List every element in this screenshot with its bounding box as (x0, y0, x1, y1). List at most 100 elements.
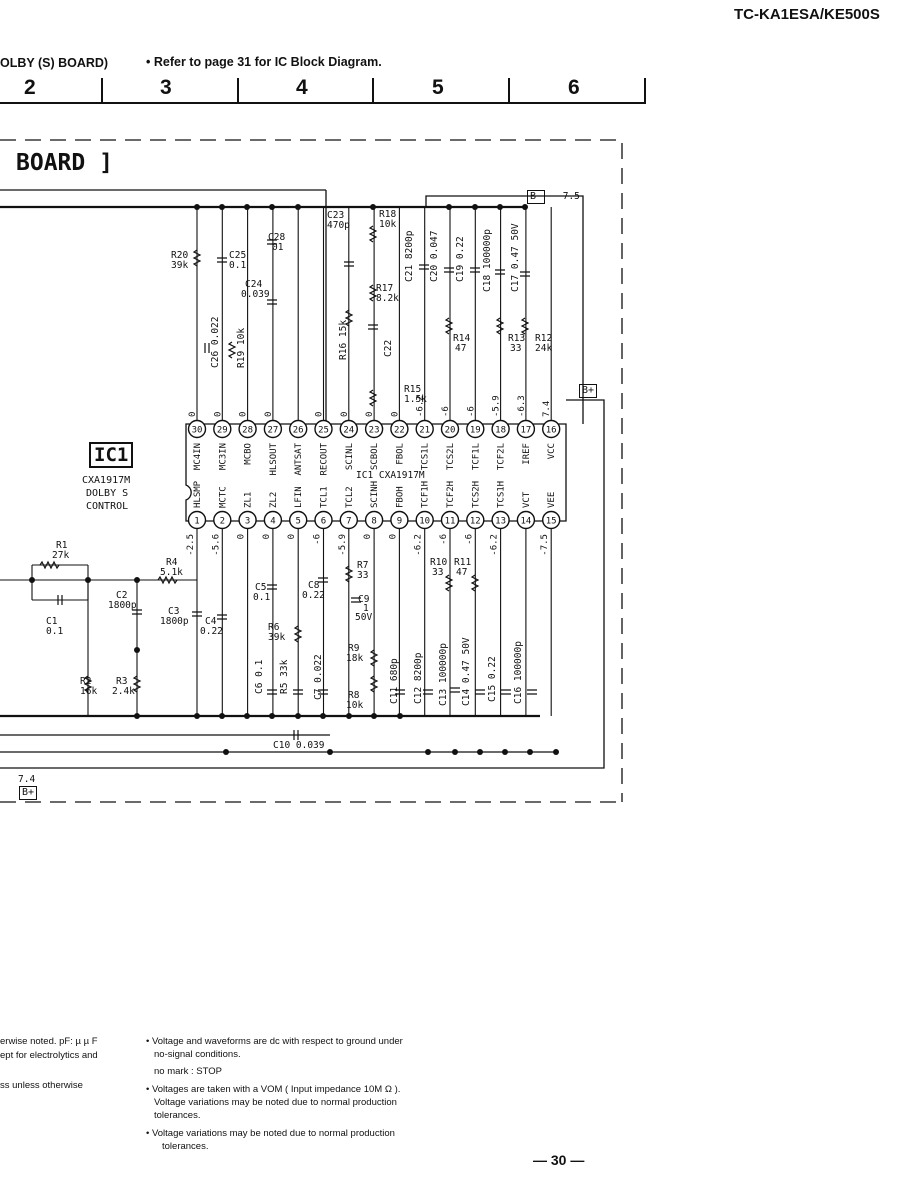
capacitor-symbol (470, 267, 480, 273)
pin-number: 2 (220, 517, 225, 527)
note-right: no mark : STOP (154, 1066, 222, 1077)
capacitor-symbol (520, 271, 530, 277)
pin-number: 28 (242, 426, 253, 436)
pin-voltage: 0 (365, 412, 375, 417)
pin-name: MCTC (218, 486, 228, 508)
component-label: C21 8200p (404, 230, 415, 282)
pin-name: SCINH (370, 481, 380, 508)
pin-number: 4 (270, 517, 275, 527)
pin-name: TCS1L (421, 443, 431, 470)
bminus-voltage: -7.5 (557, 191, 580, 202)
pin-27 (263, 419, 283, 439)
pin-voltage: -6.2 (414, 534, 424, 556)
page-number: — 30 — (533, 1152, 585, 1168)
component-label: R8 (348, 690, 360, 701)
pin-voltage: 7.4 (542, 401, 552, 417)
capacitor-symbol (132, 609, 142, 615)
pin-name: VEE (547, 492, 557, 508)
junction-dot (502, 749, 508, 755)
component-label: R16 15k (338, 320, 349, 360)
component-label: R13 (508, 333, 525, 344)
component-label: C24 (245, 279, 262, 290)
component-label: 470p (327, 220, 350, 231)
component-label: R12 (535, 333, 552, 344)
component-label: C19 0.22 (455, 236, 466, 282)
capacitor-symbol (395, 689, 405, 695)
component-label: 47 (456, 567, 467, 578)
junction-dot (295, 713, 301, 719)
component-label: C3 (168, 606, 179, 617)
pin-number: 16 (546, 426, 557, 436)
pin-voltage: -6.3 (517, 395, 527, 417)
pin-number: 29 (217, 426, 228, 436)
resistor-symbol (344, 565, 354, 583)
component-label: R2 (80, 676, 91, 687)
pin-30 (187, 419, 207, 439)
ic-desc: DOLBY S (86, 488, 129, 499)
resistor-symbol (344, 309, 354, 327)
component-label: C12 8200p (413, 652, 424, 704)
pin-voltage: 0 (390, 412, 400, 417)
pin-16 (542, 419, 561, 439)
note-right: tolerances. (162, 1141, 209, 1152)
refer-note: • Refer to page 31 for IC Block Diagram. (146, 55, 382, 69)
resistor-symbol (192, 249, 202, 267)
capacitor-symbol (444, 267, 454, 273)
capacitor-symbol (204, 343, 210, 353)
component-label: 47 (455, 343, 466, 354)
pin-name: ZL2 (269, 492, 279, 508)
capacitor-symbol (57, 595, 63, 605)
column-number: 4 (296, 76, 308, 99)
resistor-symbol (369, 675, 379, 693)
resistor-symbol (444, 317, 454, 335)
bminus-label: B− (530, 191, 543, 202)
column-number: 5 (432, 76, 444, 99)
component-label: 0.22 (200, 626, 223, 637)
pin-17 (516, 419, 536, 439)
pin-name: SCBOL (370, 443, 380, 470)
note-left: ept for electrolytics and (0, 1050, 98, 1061)
pin-18 (491, 419, 510, 439)
pin-25 (314, 419, 333, 439)
pin-number: 30 (192, 426, 203, 436)
junction-dot (194, 204, 200, 210)
component-label: C23 (327, 210, 344, 221)
junction-dot (29, 577, 35, 583)
pin-13 (491, 510, 510, 530)
component-label: C2 (116, 590, 127, 601)
capacitor-symbol (419, 264, 429, 270)
pin-number: 24 (343, 426, 354, 436)
pin-voltage: 0 (237, 534, 247, 539)
pin-voltage: 0 (188, 412, 198, 417)
component-label: R18 (379, 209, 396, 220)
resistor-symbol (368, 284, 378, 302)
pin-number: 15 (546, 517, 557, 527)
component-label: R17 (376, 283, 393, 294)
junction-dot (446, 204, 452, 210)
component-label: C16 100000p (513, 641, 524, 704)
capacitor-symbol (368, 324, 378, 330)
bplus-tag: B+ (579, 384, 598, 398)
pin-number: 5 (295, 517, 300, 527)
junction-dot (497, 204, 503, 210)
capacitor-symbol (318, 577, 328, 583)
pin-name: TCF1L (471, 443, 481, 470)
component-label: C28 (268, 232, 285, 243)
pin-1 (187, 510, 207, 530)
component-label: 50V (355, 612, 372, 623)
capacitor-symbol (267, 689, 277, 695)
pin-voltage: 0 (262, 534, 272, 539)
pin-voltage: -6 (466, 406, 476, 417)
component-label: R4 (166, 557, 178, 568)
capacitor-symbol (495, 269, 505, 275)
pin-12 (466, 510, 485, 530)
component-label: C14 0.47 50V (461, 637, 472, 706)
component-label: 18k (346, 653, 363, 664)
component-label: C6 0.1 (254, 659, 265, 694)
pin-number: 20 (445, 426, 456, 436)
component-label: C17 0.47 50V (510, 223, 521, 292)
component-symbols (39, 225, 537, 740)
junction-dot (346, 713, 352, 719)
component-label: 0.1 (229, 260, 246, 271)
capacitor-symbol (293, 730, 299, 740)
